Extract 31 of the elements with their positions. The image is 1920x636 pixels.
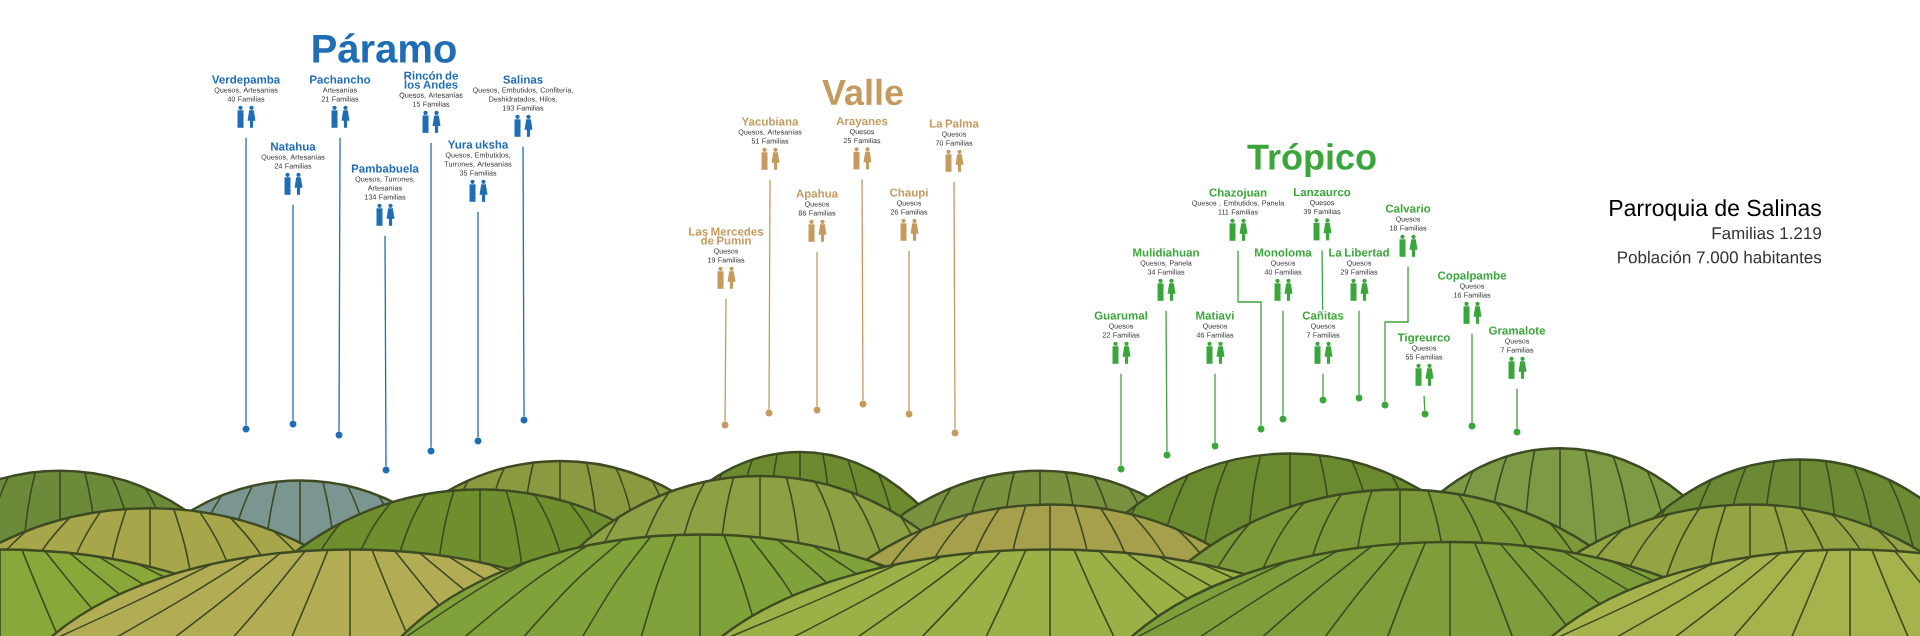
region-heading: Páramo: [313, 33, 456, 63]
leader-line: [522, 146, 525, 417]
leader-line: [1471, 333, 1473, 423]
leader-line: [430, 142, 432, 448]
leader-line: [1322, 373, 1324, 397]
leader-line: [724, 298, 727, 422]
leader-line: [1165, 310, 1168, 452]
leader-line: [338, 137, 341, 432]
leader-line: [1423, 395, 1426, 411]
leader-line: [816, 251, 818, 407]
leader-line: [1516, 388, 1518, 429]
leader-line: [861, 178, 864, 401]
leader-line: [1358, 310, 1360, 395]
leader-line: [292, 204, 294, 421]
leader-line: [908, 250, 910, 411]
leader-line: [953, 181, 956, 430]
leader-line: [1237, 250, 1262, 426]
leader-line: [245, 137, 247, 426]
summary-text: Familias 1.219: [1712, 226, 1821, 240]
summary-text: Población 7.000 habitantes: [1618, 250, 1822, 264]
leader-line: [1384, 266, 1409, 402]
leader-line: [768, 179, 771, 410]
leader-line: [1214, 373, 1216, 443]
leader-line: [1282, 310, 1284, 416]
heading: Parroquia de Salinas: [1610, 199, 1821, 221]
leader-line: [477, 211, 479, 438]
region-heading: Trópico: [1247, 143, 1376, 177]
leader-line: [1321, 249, 1324, 311]
leader-line: [1120, 373, 1122, 466]
region-heading: Valle: [822, 78, 903, 106]
leader-line: [384, 235, 387, 467]
